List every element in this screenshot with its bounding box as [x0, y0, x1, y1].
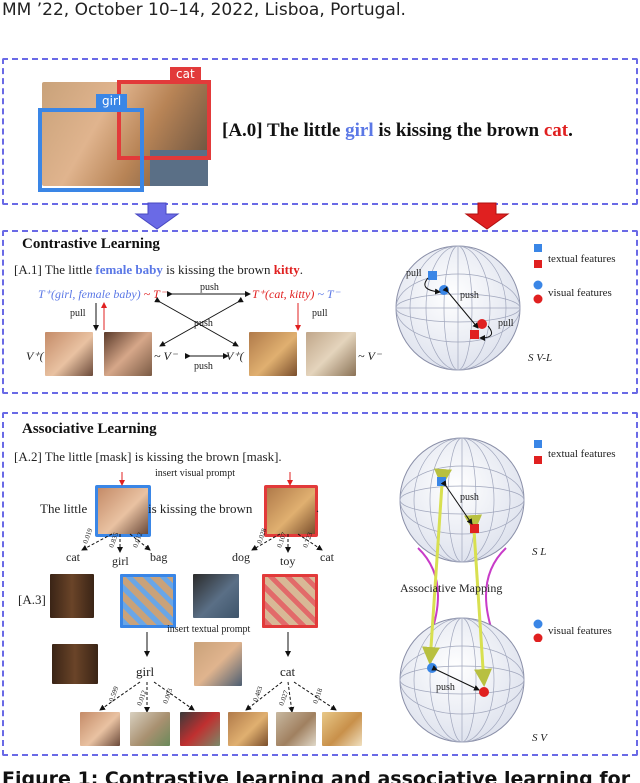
result-car-thumb — [180, 712, 220, 746]
v-minus-2: ~ V⁻ — [358, 349, 382, 363]
v-plus-1: V⁺( — [26, 349, 44, 363]
sentence-a1: [A.1] The little female baby is kissing … — [14, 262, 304, 277]
word-girl: girl — [136, 664, 155, 679]
girl-tag: girl — [96, 94, 128, 109]
door-thumb-2 — [52, 644, 98, 684]
cat-face-thumb — [306, 332, 356, 376]
top-panel — [2, 58, 638, 205]
figure-caption: Figure 1: Contrastive learning and assoc… — [2, 768, 631, 783]
push-sv: push — [436, 682, 455, 693]
the-little-text: The little — [40, 501, 88, 516]
kitten-thumb — [249, 332, 297, 376]
push-label-bottom: push — [194, 361, 213, 372]
result-dog-thumb — [322, 712, 362, 746]
t-plus-cat: T⁺(cat, kitty) ~ T⁻ — [252, 287, 340, 301]
dual-sphere-diagram — [399, 437, 525, 743]
sweater-thumb — [193, 574, 239, 618]
label-sl: S L — [532, 546, 547, 558]
insert-textual-prompt: insert textual prompt — [167, 624, 251, 635]
cand-left-3: bag — [150, 550, 168, 564]
pull-label-right: pull — [312, 308, 328, 319]
red-down-arrow — [464, 202, 510, 230]
result-baby-thumb — [80, 712, 120, 746]
associative-title: Associative Learning — [22, 421, 157, 437]
period-text: . — [316, 501, 319, 515]
associative-mapping: Associative Mapping — [400, 581, 503, 595]
running-header: MM ’22, October 10–14, 2022, Lisboa, Por… — [2, 0, 406, 20]
blue-down-arrow — [134, 202, 180, 230]
result-bear-thumb — [130, 712, 170, 746]
masked-cat-thumb — [262, 574, 318, 628]
legend-visual-1: visual features — [548, 287, 612, 299]
sphere-push: push — [460, 290, 479, 301]
baby-kissing-thumb — [45, 332, 93, 376]
cat-tag: cat — [170, 67, 201, 82]
cat-crop-thumb — [194, 642, 242, 686]
cand-right-3: cat — [320, 550, 334, 564]
push-sl: push — [460, 492, 479, 503]
door-thumb-1 — [50, 574, 94, 618]
sphere-pull-2: pull — [498, 318, 514, 329]
word-cat: cat — [280, 664, 296, 679]
sphere-label-svl: S V-L — [528, 352, 553, 364]
vl-sphere — [395, 245, 521, 371]
label-a3: [A.3] — [18, 592, 46, 607]
legend-textual-1: textual features — [548, 253, 616, 265]
result-cat-thumb — [228, 712, 268, 746]
sv-sphere — [399, 617, 525, 743]
push-label-top: push — [200, 282, 219, 293]
sentence-a2: [A.2] The little [mask] is kissing the b… — [14, 449, 282, 464]
cat-prompt-image — [264, 485, 318, 537]
cat-bounding-box — [117, 80, 211, 160]
result-toy-thumb — [276, 712, 316, 746]
cand-right-2: toy — [280, 554, 296, 568]
visual-cat-point — [477, 319, 487, 329]
masked-girl-thumb — [120, 574, 176, 628]
textual-girl-point — [428, 271, 437, 280]
legend-markers-2 — [533, 440, 543, 642]
sentence-a0: [A.0] The little girl is kissing the bro… — [222, 120, 573, 141]
baby-portrait-thumb — [104, 332, 152, 376]
contrastive-panel — [2, 230, 638, 394]
cand-left-1: cat — [66, 550, 80, 564]
contrastive-title: Contrastive Learning — [22, 236, 160, 252]
sphere-pull-1: pull — [406, 268, 422, 279]
label-sv: S V — [532, 732, 547, 744]
legend-textual-2: textual features — [548, 448, 616, 460]
insert-visual-prompt: insert visual prompt — [155, 468, 235, 479]
girl-prompt-image — [95, 485, 151, 537]
legend-visual-2: visual features — [548, 625, 612, 637]
pull-label-left: pull — [70, 308, 86, 319]
v-minus-1: ~ V⁻ — [154, 349, 178, 363]
textual-cat-point — [470, 330, 479, 339]
cand-right-1: dog — [232, 550, 250, 564]
girl-bounding-box — [38, 108, 144, 192]
v-plus-2: V⁺( — [226, 349, 244, 363]
legend-markers-1 — [533, 244, 543, 304]
associative-panel — [2, 412, 638, 756]
cand-left-2: girl — [112, 554, 129, 568]
kissing-brown-text: is kissing the brown — [148, 501, 253, 516]
